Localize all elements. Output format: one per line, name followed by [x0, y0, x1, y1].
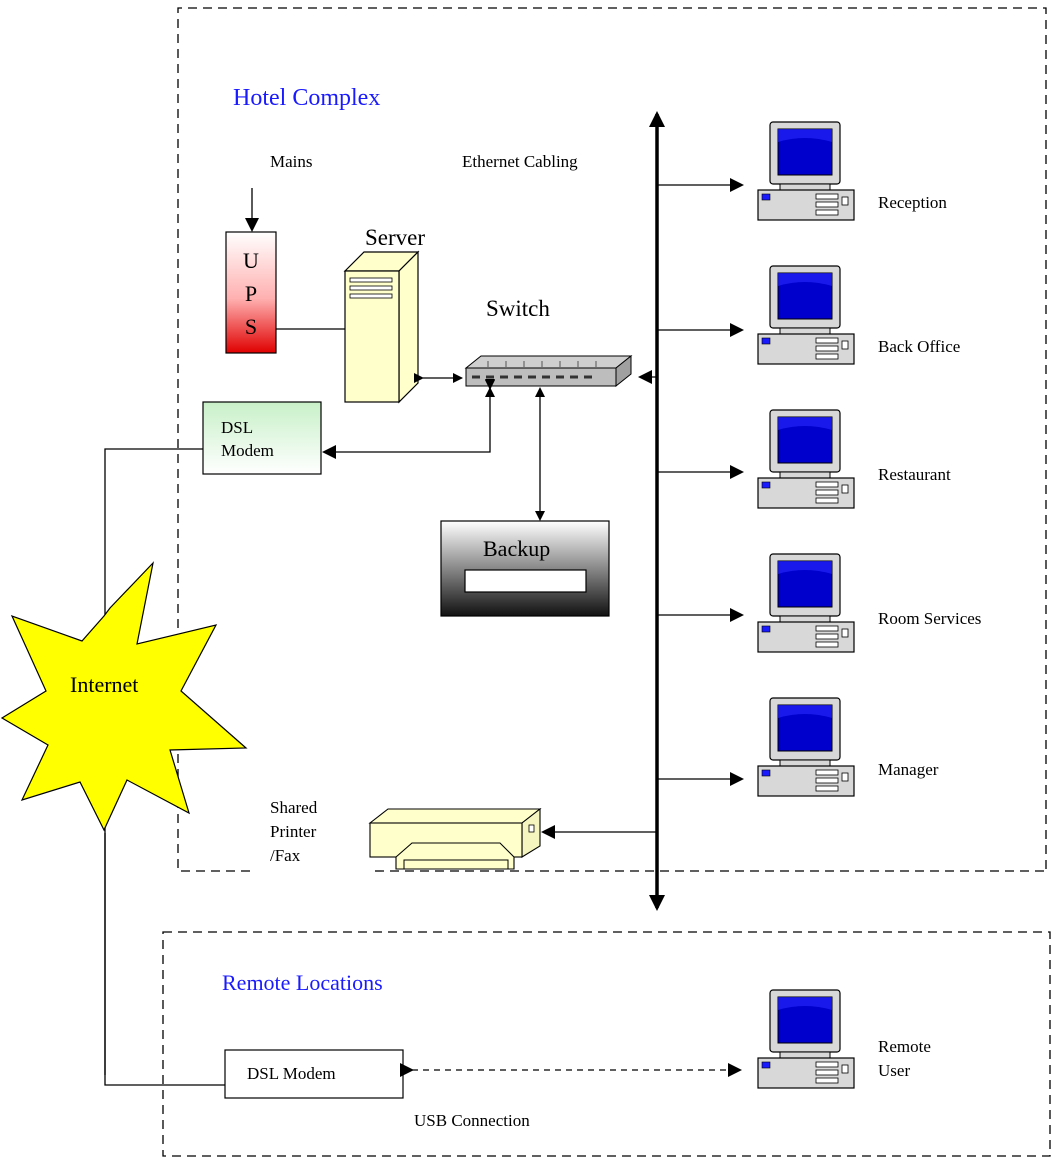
restaurant-workstation-icon	[757, 409, 855, 509]
mains-label: Mains	[270, 152, 313, 171]
internet-burst-icon	[0, 561, 248, 832]
printer-fax-icon	[368, 807, 542, 870]
ethernet-cabling-label: Ethernet Cabling	[462, 152, 578, 171]
printer-label-line1: Shared	[270, 798, 318, 817]
hotel-complex-boundary	[177, 7, 1047, 872]
workstation-label-room-services: Room Services	[878, 609, 981, 628]
dsl-modem-hotel-line2: Modem	[221, 441, 274, 460]
workstation-label-restaurant: Restaurant	[878, 465, 951, 484]
dsl-modem-remote-label: DSL Modem	[247, 1064, 336, 1083]
reception-workstation-icon	[757, 121, 855, 221]
back-office-workstation-icon	[757, 265, 855, 365]
ups-box	[225, 231, 277, 354]
remote-locations-title: Remote Locations	[222, 970, 383, 995]
remote-user-workstation-icon	[757, 989, 855, 1089]
ups-letter-p: P	[245, 281, 257, 306]
switch-label: Switch	[486, 296, 550, 321]
ups-letter-u: U	[243, 248, 259, 273]
backup-slot	[464, 569, 587, 593]
switch-icon	[464, 354, 633, 388]
workstation-label-reception: Reception	[878, 193, 947, 212]
server-icon	[343, 250, 420, 404]
internet-label: Internet	[70, 672, 138, 697]
dsl-modem-hotel	[202, 401, 322, 475]
usb-connection-label: USB Connection	[414, 1111, 530, 1130]
workstation-label-manager: Manager	[878, 760, 939, 779]
remote-user-label-line1: Remote	[878, 1037, 931, 1056]
server-label: Server	[365, 225, 425, 250]
room-services-workstation-icon	[757, 553, 855, 653]
printer-label-line3: /Fax	[270, 846, 301, 865]
backup-device	[440, 520, 610, 617]
manager-workstation-icon	[757, 697, 855, 797]
backup-label: Backup	[483, 536, 550, 561]
printer-label-line2: Printer	[270, 822, 317, 841]
hotel-complex-title: Hotel Complex	[233, 85, 380, 111]
workstation-label-back-office: Back Office	[878, 337, 960, 356]
dsl-modem-hotel-line1: DSL	[221, 418, 253, 437]
remote-locations-boundary	[162, 931, 1051, 1157]
remote-user-label-line2: User	[878, 1061, 910, 1080]
ups-letter-s: S	[245, 314, 257, 339]
